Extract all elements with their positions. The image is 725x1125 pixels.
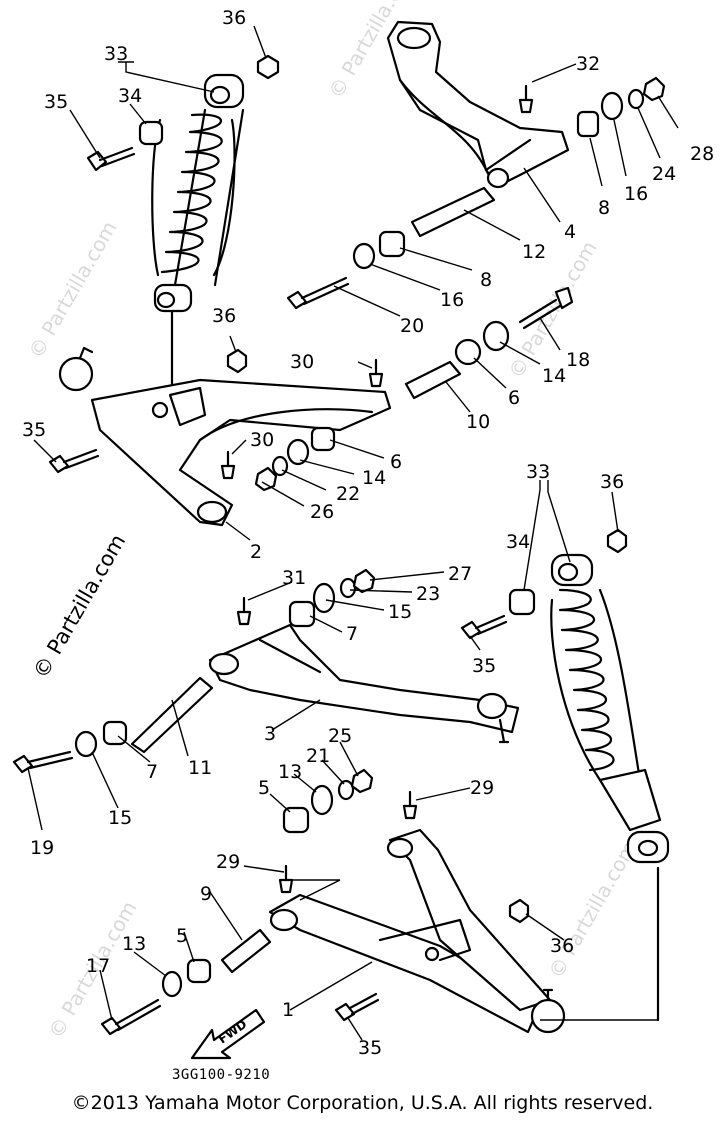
callout-30: 30 [250, 429, 274, 451]
callout-25: 25 [328, 725, 352, 747]
callout-35: 35 [22, 419, 46, 441]
callout-16: 16 [440, 289, 464, 311]
callout-19: 19 [30, 837, 54, 859]
bolt-35-lower [334, 992, 380, 1022]
bolt-35-upper [86, 146, 136, 172]
rear-shock-absorber-upper [151, 73, 245, 402]
callout-15: 15 [388, 601, 412, 623]
lower-a-arm-1 [268, 828, 566, 1034]
callout-35: 35 [358, 1037, 382, 1059]
watermark: © Partzilla.com [24, 217, 122, 363]
grease-nipples-29 [278, 790, 418, 894]
callout-31: 31 [282, 567, 306, 589]
collar-10 [404, 360, 462, 400]
callout-21: 21 [306, 745, 330, 767]
upper-a-arm-2 [58, 346, 392, 527]
bushing-group-5-13-21-25 [282, 768, 374, 834]
callout-18: 18 [566, 349, 590, 371]
nut-36-right [606, 528, 628, 554]
callout-26: 26 [310, 501, 334, 523]
callout-28: 28 [690, 143, 714, 165]
fwd-arrow: FWD [190, 1008, 266, 1060]
grease-nipples-30 [220, 358, 384, 480]
callout-20: 20 [400, 315, 424, 337]
bushings-7-15-left [74, 720, 128, 758]
callout-5: 5 [258, 777, 270, 799]
callout-22: 22 [336, 483, 360, 505]
callout-14: 14 [542, 365, 566, 387]
callout-36: 36 [550, 935, 574, 957]
rear-shock-absorber-lower [550, 553, 670, 1022]
callout-33: 33 [104, 43, 128, 65]
callout-29: 29 [470, 777, 494, 799]
callout-8: 8 [598, 197, 610, 219]
callout-4: 4 [564, 221, 576, 243]
callout-10: 10 [466, 411, 490, 433]
callout-13: 13 [278, 761, 302, 783]
callout-36: 36 [222, 7, 246, 29]
grease-nipple-31 [236, 596, 252, 626]
collar-11 [130, 676, 214, 754]
bolt-20 [286, 276, 350, 310]
upper-arm-4 [386, 20, 570, 189]
grease-nipple-32 [518, 84, 534, 114]
callout-12: 12 [522, 241, 546, 263]
callout-13: 13 [122, 933, 146, 955]
callout-16: 16 [624, 183, 648, 205]
callout-36: 36 [600, 471, 624, 493]
callout-1: 1 [282, 999, 294, 1021]
callout-6: 6 [508, 387, 520, 409]
callout-35: 35 [472, 655, 496, 677]
watermark: © Partzilla.com [544, 837, 642, 983]
bolt-35-mid [48, 448, 100, 474]
callout-8: 8 [480, 269, 492, 291]
bolt-17 [100, 998, 162, 1036]
callout-14: 14 [362, 467, 386, 489]
callout-24: 24 [652, 163, 676, 185]
callout-6: 6 [390, 451, 402, 473]
bolt-35-right [460, 614, 508, 640]
callout-3: 3 [264, 723, 276, 745]
callout-34: 34 [118, 85, 142, 107]
callout-29: 29 [216, 851, 240, 873]
callout-30: 30 [290, 351, 314, 373]
callout-33: 33 [526, 461, 550, 483]
bushing-group-7-15-23-27 [288, 568, 376, 628]
callout-labels: 36 33 35 34 32 28 24 16 8 4 12 8 16 20 3… [22, 7, 714, 1059]
callout-7: 7 [346, 623, 358, 645]
leader-lines [27, 25, 679, 1041]
callout-23: 23 [416, 583, 440, 605]
callout-5: 5 [176, 925, 188, 947]
callout-11: 11 [188, 757, 212, 779]
watermark-dark: © Partzilla.com [29, 530, 131, 682]
callout-35: 35 [44, 91, 68, 113]
bushings-5-13-lower [161, 958, 212, 998]
callout-27: 27 [448, 563, 472, 585]
nut-36-mid [226, 348, 248, 374]
bushing-34-upper [138, 120, 164, 146]
diagram-code: 3GG100-9210 [172, 1067, 271, 1083]
callout-2: 2 [250, 541, 262, 563]
callout-7: 7 [146, 761, 158, 783]
bushing-34-lower [508, 588, 536, 616]
callout-15: 15 [108, 807, 132, 829]
copyright-notice: ©2013 Yamaha Motor Corporation, U.S.A. A… [71, 1092, 654, 1114]
bushing-stack-right [576, 76, 666, 138]
nut-36-lower [508, 898, 530, 924]
bushings-8-16 [352, 230, 406, 270]
bolt-19 [12, 750, 74, 774]
nut-36-upper [256, 54, 280, 80]
collar-12 [410, 186, 496, 238]
bolt-18 [518, 286, 574, 330]
lower-a-arm-3 [208, 623, 520, 744]
callout-36: 36 [212, 305, 236, 327]
callout-32: 32 [576, 53, 600, 75]
callout-17: 17 [86, 955, 110, 977]
callout-34: 34 [506, 531, 530, 553]
collar-9 [220, 928, 272, 974]
callout-9: 9 [200, 883, 212, 905]
